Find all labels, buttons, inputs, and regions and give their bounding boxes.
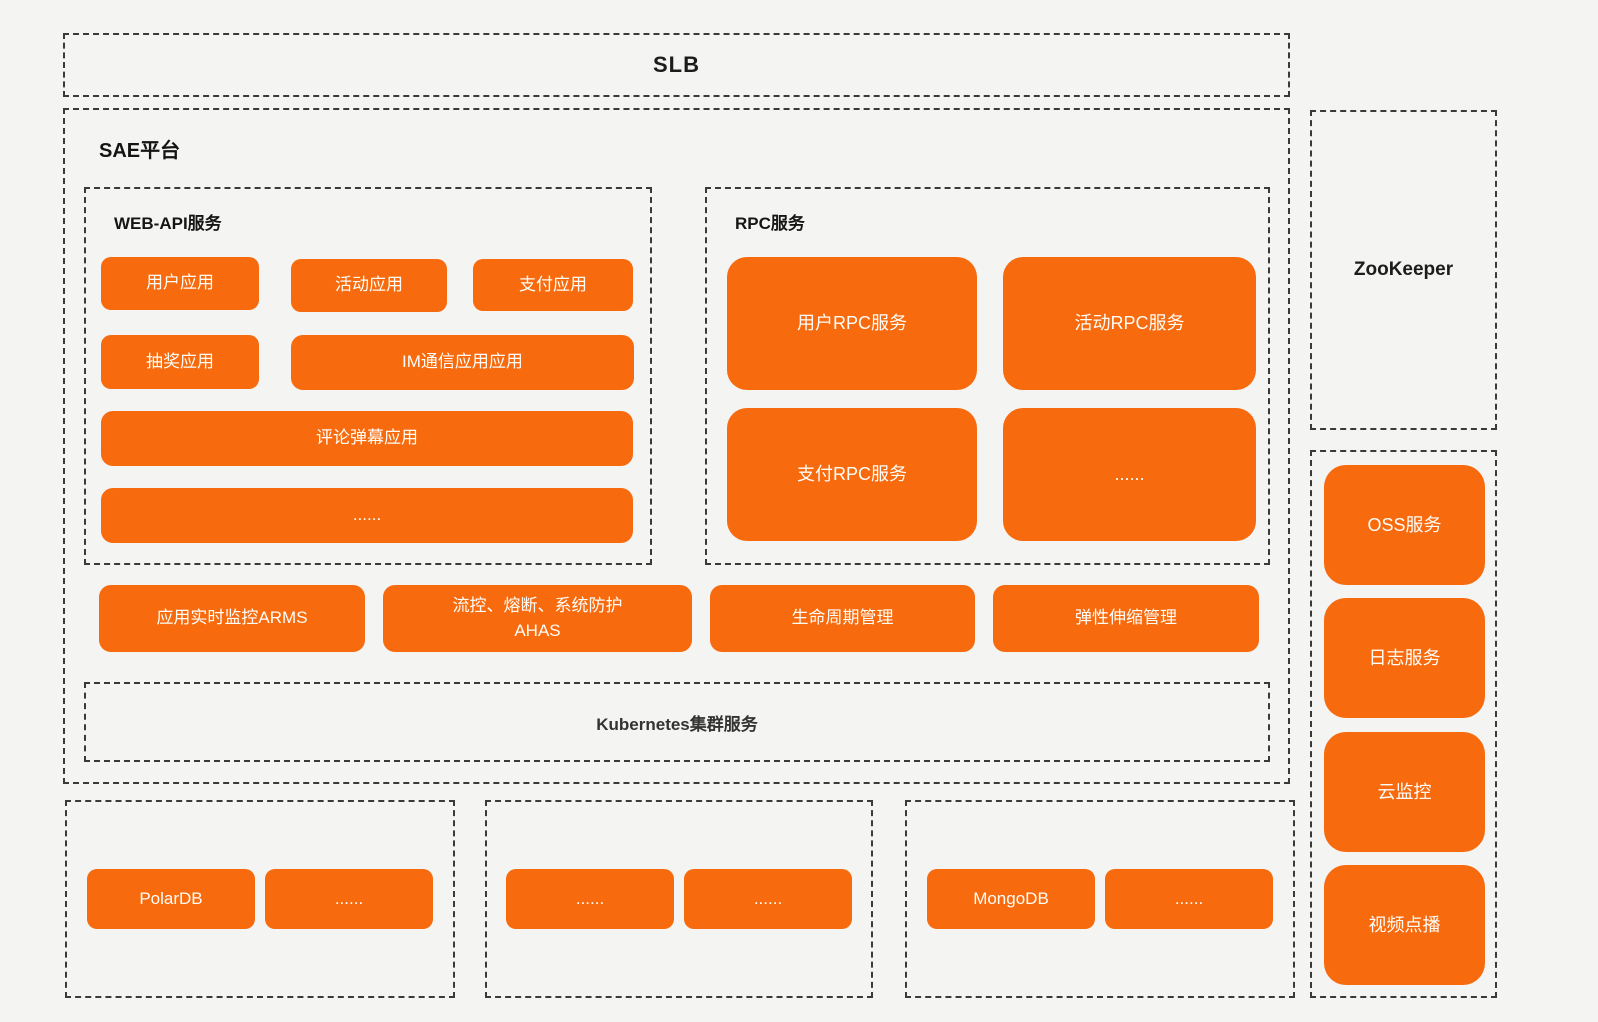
node-ahas-label-line2: AHAS — [514, 620, 561, 640]
node-arms-label: 应用实时监控ARMS — [156, 608, 308, 628]
sae-platform-box: SAE平台 WEB-API服务 用户应用 活动应用 支付应用 抽奖应用 IM通信… — [63, 108, 1290, 784]
sae-platform-label: SAE平台 — [99, 140, 181, 162]
slb-box: SLB — [63, 33, 1290, 97]
node-cloud-monitor-label: 云监控 — [1377, 781, 1432, 802]
node-activity-rpc-label: 活动RPC服务 — [1074, 313, 1185, 334]
kubernetes-cluster-box: Kubernetes集群服务 — [84, 682, 1270, 762]
kubernetes-cluster-label: Kubernetes集群服务 — [596, 714, 758, 734]
zookeeper-box: ZooKeeper — [1310, 110, 1497, 430]
node-group1-ellipsis-label: ...... — [334, 888, 364, 908]
node-payment-app: 支付应用 — [473, 259, 633, 311]
node-rpc-ellipsis: ...... — [1003, 408, 1256, 541]
node-oss-service-label: OSS服务 — [1367, 514, 1442, 535]
database-group-polardb: PolarDB ...... — [65, 800, 455, 998]
node-group2-ellipsis-2: ...... — [684, 869, 852, 929]
node-comment-danmaku-app-label: 评论弹幕应用 — [316, 428, 418, 448]
node-activity-app-label: 活动应用 — [335, 275, 403, 295]
node-web-api-ellipsis-label: ...... — [352, 505, 382, 525]
node-elastic-scaling-label: 弹性伸缩管理 — [1075, 608, 1177, 628]
node-group2-ellipsis-1: ...... — [506, 869, 674, 929]
node-group1-ellipsis: ...... — [265, 869, 433, 929]
cloud-services-box: OSS服务 日志服务 云监控 视频点播 — [1310, 450, 1497, 998]
web-api-section-title: WEB-API服务 — [114, 214, 222, 233]
node-ahas-label-line1: 流控、熔断、系统防护 — [452, 595, 623, 615]
node-user-rpc-service: 用户RPC服务 — [727, 257, 977, 390]
node-polardb-label: PolarDB — [139, 888, 203, 908]
node-log-service: 日志服务 — [1324, 598, 1485, 719]
node-activity-app: 活动应用 — [291, 259, 447, 312]
node-im-app-label: IM通信应用应用 — [402, 352, 523, 372]
node-polardb: PolarDB — [87, 869, 255, 929]
node-group2-ellipsis-2-label: ...... — [753, 888, 783, 908]
node-group3-ellipsis-label: ...... — [1174, 888, 1204, 908]
node-payment-rpc-service: 支付RPC服务 — [727, 408, 977, 541]
node-web-api-ellipsis: ...... — [101, 488, 633, 543]
node-log-service-label: 日志服务 — [1368, 648, 1441, 669]
node-mongodb: MongoDB — [927, 869, 1095, 929]
web-api-section: WEB-API服务 用户应用 活动应用 支付应用 抽奖应用 IM通信应用应用 评… — [84, 187, 652, 565]
slb-label: SLB — [653, 52, 700, 77]
node-activity-rpc-service: 活动RPC服务 — [1003, 257, 1256, 390]
node-video-on-demand: 视频点播 — [1324, 864, 1485, 985]
zookeeper-label: ZooKeeper — [1353, 259, 1454, 280]
node-lottery-app: 抽奖应用 — [101, 335, 259, 389]
node-payment-app-label: 支付应用 — [519, 274, 587, 294]
database-group-mongodb: MongoDB ...... — [905, 800, 1295, 998]
rpc-section-title: RPC服务 — [735, 214, 805, 233]
node-comment-danmaku-app: 评论弹幕应用 — [101, 411, 633, 466]
node-rpc-ellipsis-label: ...... — [1114, 464, 1145, 485]
node-user-app: 用户应用 — [101, 257, 259, 310]
node-cloud-monitor: 云监控 — [1324, 731, 1485, 852]
rpc-section: RPC服务 用户RPC服务 活动RPC服务 支付RPC服务 ...... — [705, 187, 1270, 565]
node-ahas-protection: 流控、熔断、系统防护 AHAS — [383, 585, 692, 652]
node-lottery-app-label: 抽奖应用 — [146, 351, 214, 371]
node-user-app-label: 用户应用 — [146, 273, 214, 293]
database-group-middle: ...... ...... — [485, 800, 873, 998]
node-elastic-scaling: 弹性伸缩管理 — [993, 585, 1259, 652]
node-mongodb-label: MongoDB — [973, 888, 1049, 908]
node-payment-rpc-label: 支付RPC服务 — [796, 464, 907, 485]
node-video-on-demand-label: 视频点播 — [1368, 914, 1441, 935]
node-group3-ellipsis: ...... — [1105, 869, 1273, 929]
node-user-rpc-label: 用户RPC服务 — [796, 313, 907, 334]
node-oss-service: OSS服务 — [1324, 465, 1485, 585]
node-lifecycle-management: 生命周期管理 — [710, 585, 975, 652]
node-im-app: IM通信应用应用 — [291, 335, 634, 390]
node-group2-ellipsis-1-label: ...... — [575, 888, 605, 908]
node-arms-monitoring: 应用实时监控ARMS — [99, 585, 365, 652]
node-lifecycle-label: 生命周期管理 — [791, 608, 894, 628]
